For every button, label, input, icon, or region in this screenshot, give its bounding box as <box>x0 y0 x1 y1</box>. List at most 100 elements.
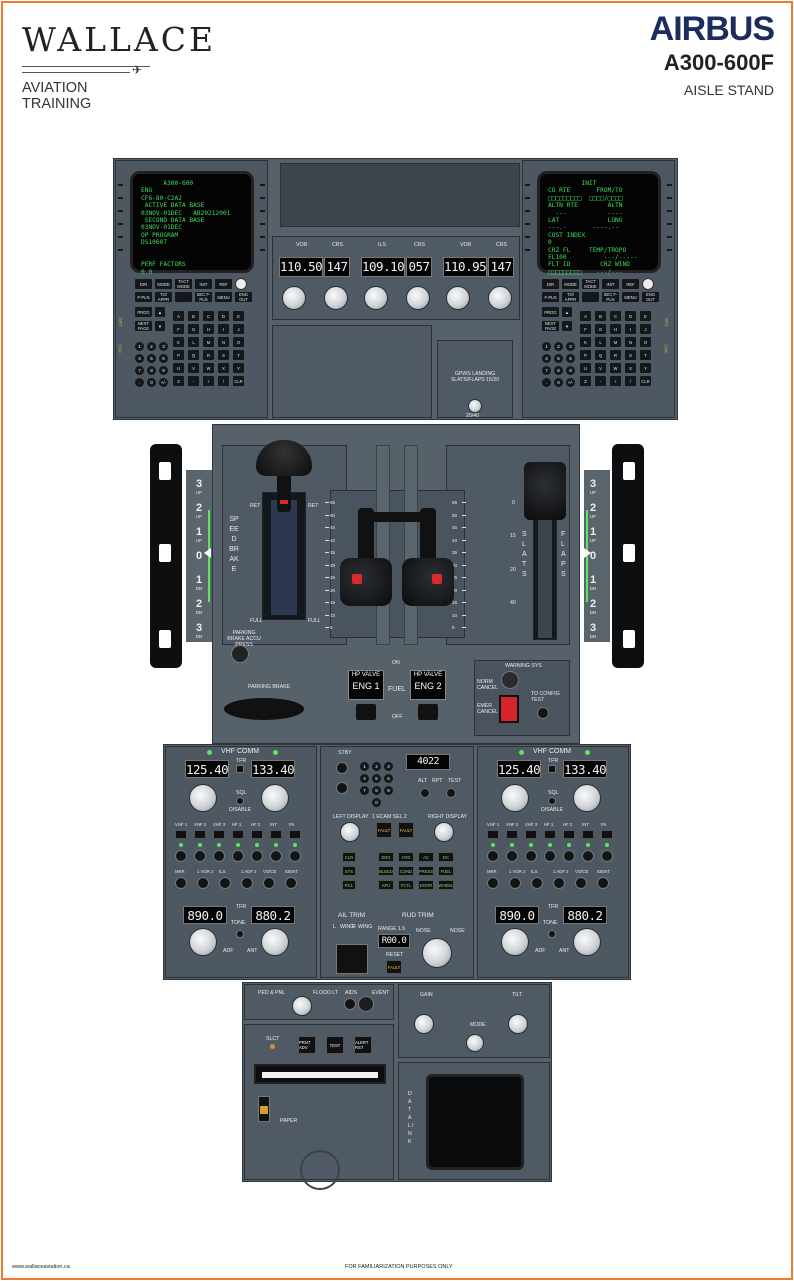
vhf-knob-1[interactable] <box>189 784 217 812</box>
mcdu-digit-key[interactable]: 5 <box>147 354 156 363</box>
line-select-key[interactable] <box>666 248 673 252</box>
mcdu-digit-key[interactable]: 0 <box>554 378 563 387</box>
mcdu-letter-key[interactable]: O <box>640 337 651 347</box>
line-select-key[interactable] <box>117 235 124 239</box>
nav-freq-knob[interactable] <box>446 286 470 310</box>
flood-knob[interactable] <box>292 996 312 1016</box>
nav-crs-knob[interactable] <box>406 286 430 310</box>
arrow-up-key[interactable]: ▲ <box>155 307 165 317</box>
right-display-knob[interactable] <box>434 822 454 842</box>
line-select-key[interactable] <box>117 196 124 200</box>
mcdu-letter-key[interactable]: Q <box>595 350 606 360</box>
alert-rst-button[interactable]: ALERT RST <box>354 1036 372 1054</box>
mcdu-function-key[interactable]: MENU <box>622 292 639 302</box>
left-display-knob[interactable] <box>340 822 360 842</box>
line-select-key[interactable] <box>524 183 531 187</box>
rud-reset-button[interactable]: FAULT <box>386 960 402 974</box>
arrow-down-key[interactable]: ▼ <box>562 321 572 331</box>
mcdu-digit-key[interactable]: 5 <box>554 354 563 363</box>
speedbrake-lever-stem[interactable] <box>277 470 291 512</box>
gain-knob[interactable] <box>414 1014 434 1034</box>
mcdu-letter-key[interactable]: N <box>625 337 636 347</box>
mcdu-letter-key[interactable]: B <box>595 311 606 321</box>
mcdu-digit-key[interactable]: 1 <box>542 342 551 351</box>
audio-volume-knob[interactable] <box>506 850 518 862</box>
mcdu-function-key[interactable]: INIT <box>602 279 619 289</box>
mcdu-letter-key[interactable]: CLR <box>640 376 651 386</box>
atc-digit-key[interactable]: 7 <box>360 786 369 795</box>
mcdu-letter-key[interactable]: U <box>580 363 591 373</box>
mcdu-letter-key[interactable]: I <box>218 324 229 334</box>
mcdu-letter-key[interactable]: C <box>610 311 621 321</box>
ecam-page-button[interactable]: PRESS <box>418 866 434 876</box>
mcdu-function-key[interactable]: F-PLN <box>542 292 559 302</box>
mcdu-letter-key[interactable]: L <box>595 337 606 347</box>
speedbrake-handle[interactable] <box>256 440 312 476</box>
audio-select-button[interactable] <box>601 830 613 839</box>
ecam-page-button[interactable]: BLEED <box>378 866 394 876</box>
to-config-button[interactable] <box>537 707 549 719</box>
mcdu-digit-key[interactable]: 7 <box>542 366 551 375</box>
emer-cancel-button[interactable] <box>499 695 519 723</box>
nav-audio-knob[interactable] <box>531 877 543 889</box>
line-select-key[interactable] <box>524 248 531 252</box>
mcdu-function-key[interactable]: SEC F-PLN <box>602 292 619 302</box>
ecam-page-button[interactable]: FUEL <box>438 866 454 876</box>
audio-volume-knob[interactable] <box>270 850 282 862</box>
mcdu-digit-key[interactable]: +/- <box>566 378 575 387</box>
fuel-lever-1[interactable] <box>356 704 376 720</box>
mcdu-letter-key[interactable]: - <box>188 376 199 386</box>
nav-crs-knob[interactable] <box>324 286 348 310</box>
ecam-page-button[interactable]: HYD <box>398 852 414 862</box>
mcdu-letter-key[interactable]: U <box>173 363 184 373</box>
mcdu-digit-key[interactable]: 1 <box>135 342 144 351</box>
parking-brake-handle[interactable] <box>224 698 304 720</box>
atc-digit-key[interactable]: 5 <box>372 774 381 783</box>
adf-knob-2[interactable] <box>261 928 289 956</box>
mcdu-digit-key[interactable]: . <box>542 378 551 387</box>
audio-volume-knob[interactable] <box>601 850 613 862</box>
mcdu-function-key[interactable]: SEC F-PLN <box>195 292 212 302</box>
mcdu-function-key[interactable]: TACT MODE <box>175 279 192 289</box>
line-select-key[interactable] <box>117 222 124 226</box>
atc-test-switch[interactable] <box>446 788 456 798</box>
line-select-key[interactable] <box>524 209 531 213</box>
mcdu-function-key[interactable]: F-PLN <box>135 292 152 302</box>
nav-audio-knob[interactable] <box>575 877 587 889</box>
mcdu-letter-key[interactable]: J <box>233 324 244 334</box>
mcdu-letter-key[interactable]: - <box>595 376 606 386</box>
mcdu-function-key[interactable]: MODE <box>562 279 579 289</box>
mcdu-digit-key[interactable]: 6 <box>566 354 575 363</box>
vhf-knob-1[interactable] <box>501 784 529 812</box>
mcdu-function-key[interactable]: TACT MODE <box>582 279 599 289</box>
ecam-sel-2[interactable]: FAULT <box>398 822 414 838</box>
audio-select-button[interactable] <box>270 830 282 839</box>
mcdu-letter-key[interactable]: Y <box>233 363 244 373</box>
prnt-adv-button[interactable]: PRNT ADV <box>298 1036 316 1054</box>
line-select-key[interactable] <box>117 183 124 187</box>
mcdu-letter-key[interactable]: + <box>203 376 214 386</box>
mcdu-digit-key[interactable]: 4 <box>135 354 144 363</box>
mcdu-digit-key[interactable]: 9 <box>566 366 575 375</box>
mcdu-letter-key[interactable]: P <box>580 350 591 360</box>
mcdu-letter-key[interactable]: E <box>640 311 651 321</box>
line-select-key[interactable] <box>666 235 673 239</box>
brt-knob[interactable] <box>235 278 247 290</box>
mcdu-letter-key[interactable]: P <box>173 350 184 360</box>
mcdu-letter-key[interactable]: X <box>218 363 229 373</box>
audio-select-button[interactable] <box>194 830 206 839</box>
mcdu-letter-key[interactable]: Q <box>188 350 199 360</box>
line-select-key[interactable] <box>524 235 531 239</box>
mcdu-letter-key[interactable]: J <box>640 324 651 334</box>
ail-trim-switch[interactable] <box>336 944 368 974</box>
line-select-key[interactable] <box>666 196 673 200</box>
audio-select-button[interactable] <box>251 830 263 839</box>
line-select-key[interactable] <box>666 183 673 187</box>
audio-volume-knob[interactable] <box>289 850 301 862</box>
ecam-page-button[interactable]: APU <box>378 880 394 890</box>
nav-audio-knob[interactable] <box>263 877 275 889</box>
mode-knob[interactable] <box>466 1034 484 1052</box>
audio-volume-knob[interactable] <box>232 850 244 862</box>
ecam-page-button[interactable]: WHEEL <box>438 880 454 890</box>
audio-select-button[interactable] <box>544 830 556 839</box>
